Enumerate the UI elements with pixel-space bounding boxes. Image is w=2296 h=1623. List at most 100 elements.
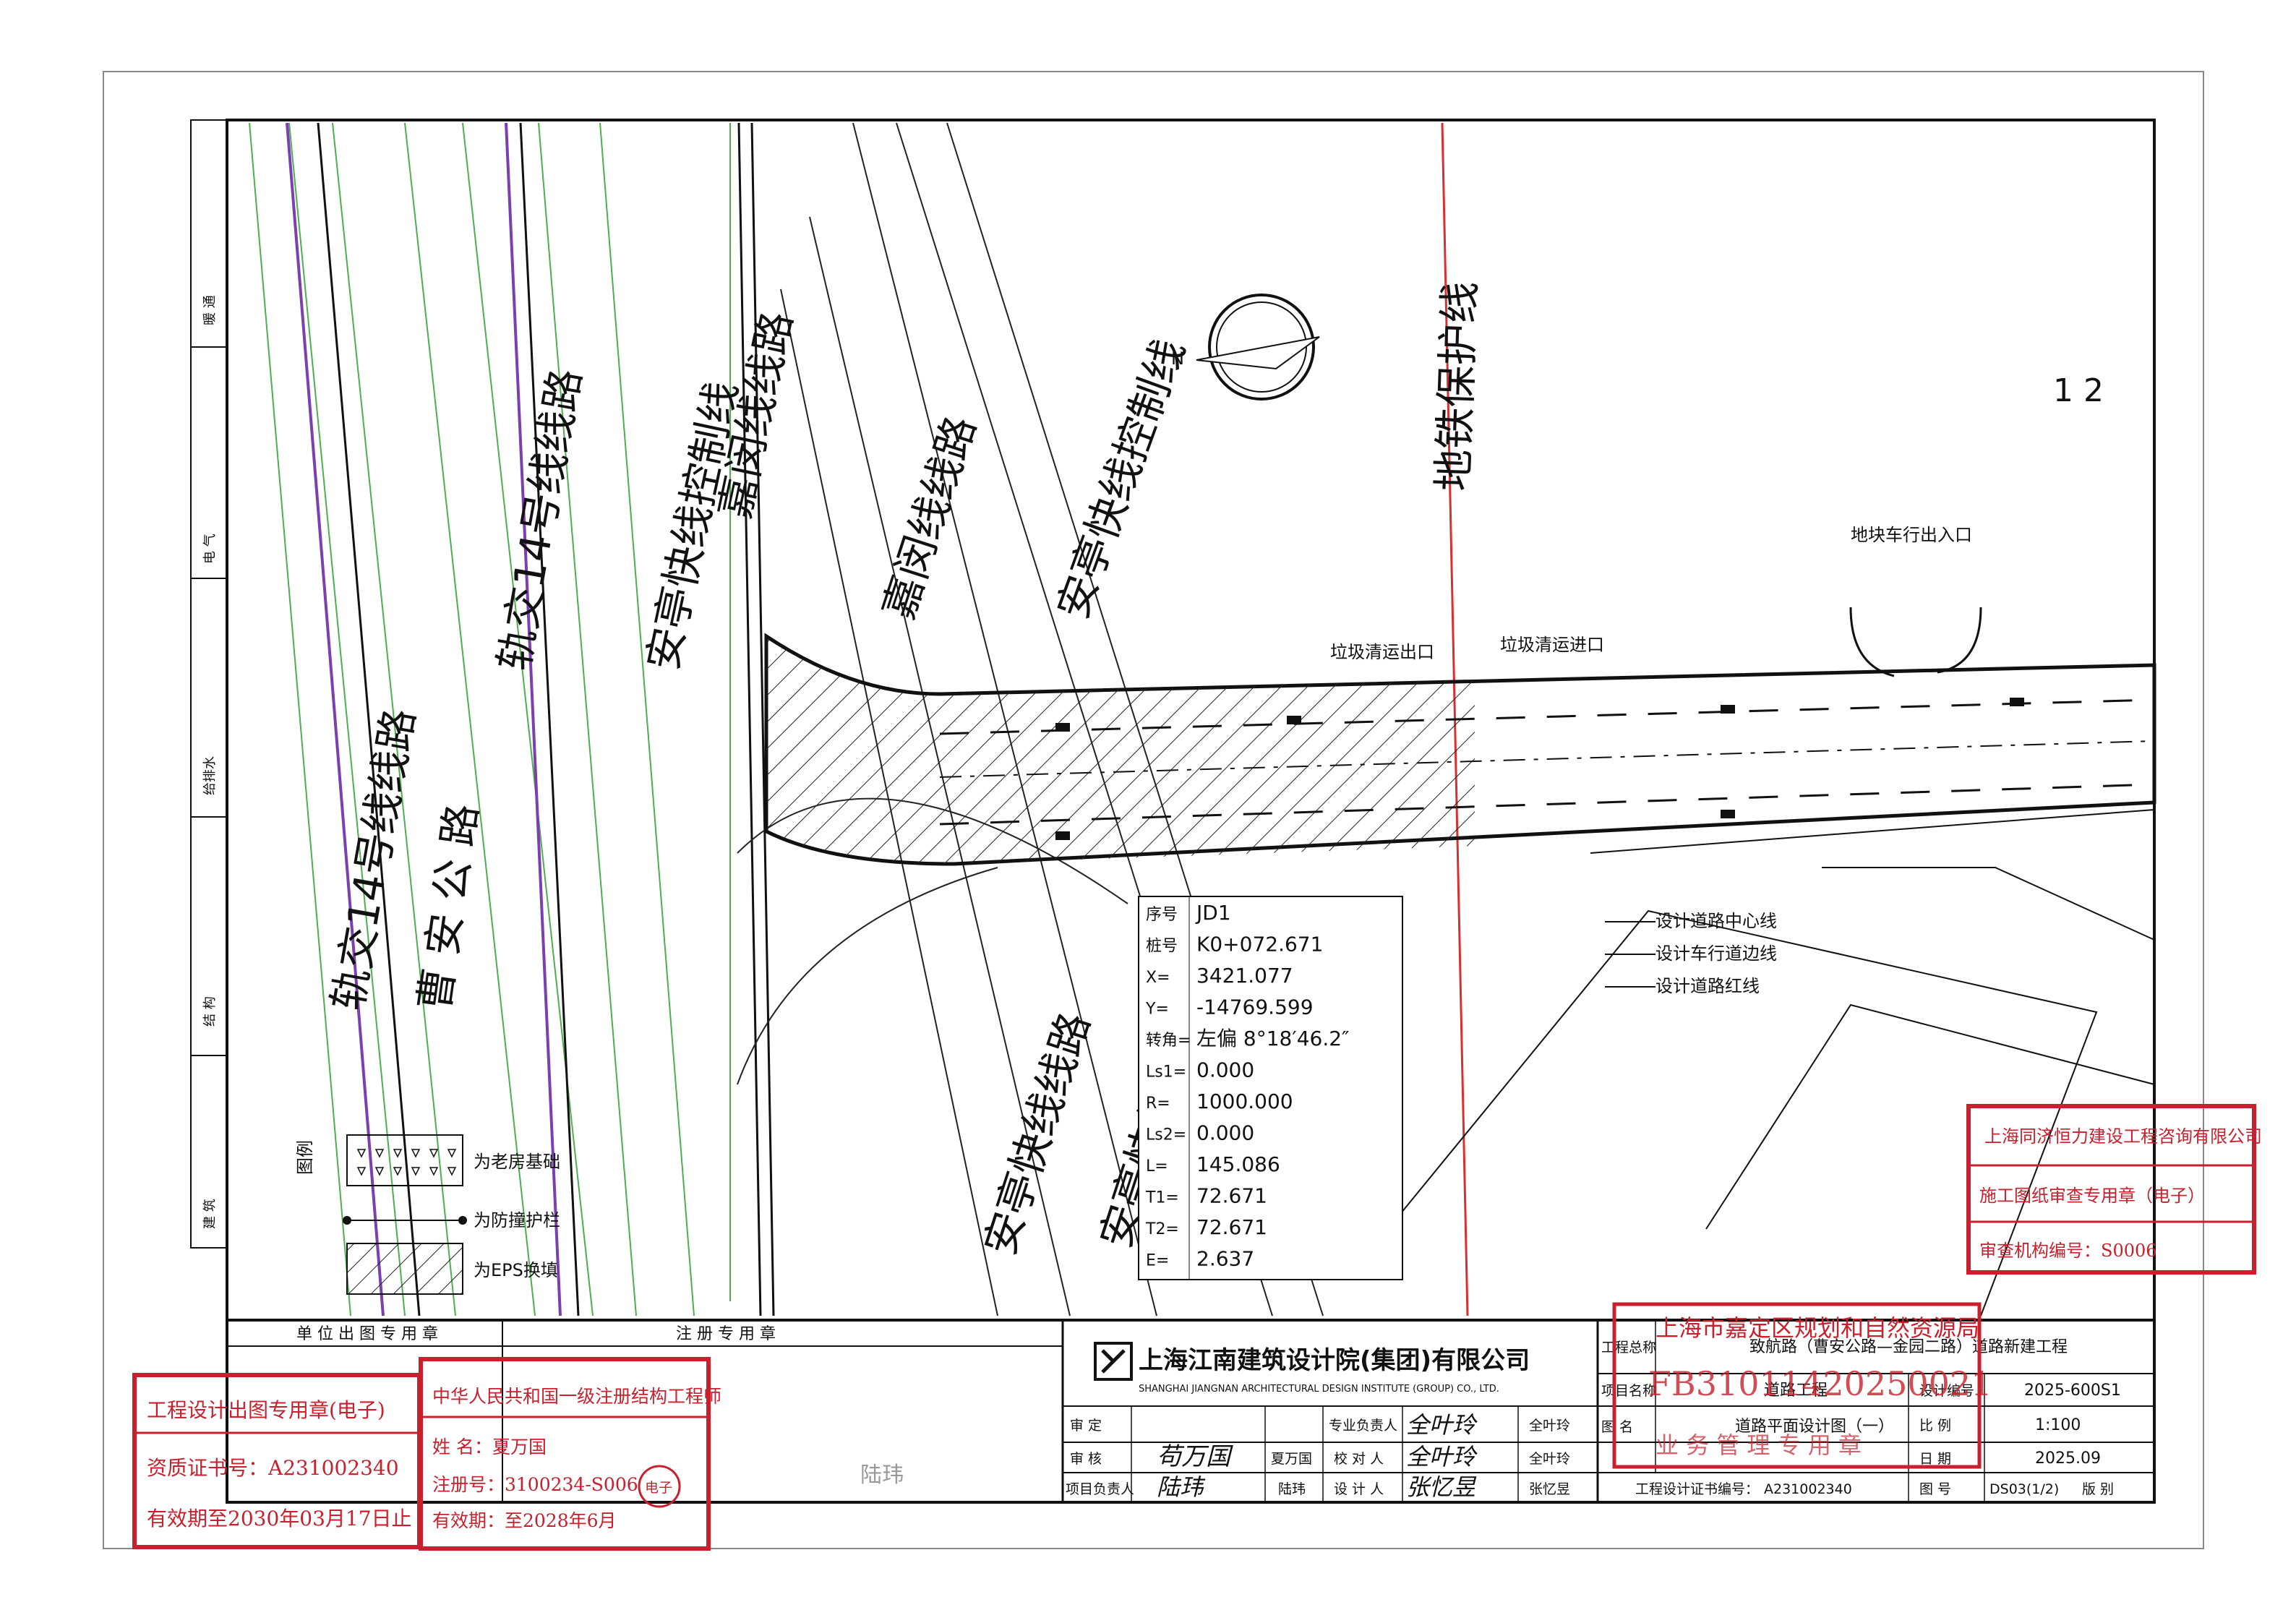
paper-frame bbox=[103, 71, 2204, 1549]
purple-line bbox=[286, 122, 562, 1316]
discipline-label: 结 构 bbox=[202, 996, 218, 1027]
curve-key: 桩号 bbox=[1146, 938, 1178, 956]
review-stamp: 上海同济恒力建设工程咨询有限公司 施工图纸审查专用章（电子） 审查机构编号：S0… bbox=[1966, 1104, 2262, 1275]
label-tram14-b: 轨交14号线线路 bbox=[489, 365, 591, 674]
curve-value: 3421.077 bbox=[1196, 964, 1293, 988]
site-parcels bbox=[1387, 809, 2155, 1316]
caoan-road-edges bbox=[317, 122, 775, 1316]
curve-value: -14769.599 bbox=[1196, 995, 1314, 1019]
curve-key: T2= bbox=[1145, 1220, 1179, 1238]
cert-no: A231002340 bbox=[1764, 1481, 1852, 1497]
role-name: 张忆昱 bbox=[1529, 1481, 1570, 1497]
symbol-legend: 图例 为老房基础 为防撞护栏 为EPS换填 bbox=[295, 1134, 560, 1295]
discipline-label: 建 筑 bbox=[202, 1199, 218, 1229]
drawing-no: DS03(1/2) bbox=[1989, 1481, 2059, 1497]
discipline-label: 电 气 bbox=[202, 534, 218, 564]
curve-key: X= bbox=[1146, 969, 1170, 987]
curve-value: 左偏 8°18′46.2″ bbox=[1196, 1027, 1350, 1050]
label-anting-ctrl-b: 安亭快线控制线 bbox=[1048, 333, 1194, 625]
reg-stamp-valid: 有效期：至2028年6月 bbox=[432, 1510, 617, 1531]
review-cert: 审查机构编号：S0006 bbox=[1979, 1241, 2157, 1261]
role-label: 设 计 人 bbox=[1334, 1481, 1384, 1497]
item-name: 道路工程 bbox=[1764, 1382, 1828, 1400]
date-value: 2025.09 bbox=[2035, 1449, 2101, 1468]
role-signature: 全叶玲 bbox=[1406, 1411, 1478, 1439]
curve-key: L= bbox=[1146, 1157, 1168, 1176]
drawing-name-label: 图 名 bbox=[1601, 1419, 1633, 1435]
label-metro-protect: 地铁保护线 bbox=[1428, 281, 1485, 492]
role-label: 校 对 人 bbox=[1334, 1451, 1384, 1467]
curve-value: JD1 bbox=[1195, 901, 1231, 925]
curve-key: R= bbox=[1146, 1095, 1170, 1113]
plan-bureau: 上海市嘉定区规划和自然资源局 bbox=[1655, 1314, 1979, 1342]
cert-label: 工程设计证书编号： bbox=[1635, 1481, 1759, 1497]
role-signature: 苟万国 bbox=[1157, 1442, 1233, 1471]
role-name: 全叶玲 bbox=[1529, 1451, 1570, 1467]
label-caoan: 曹 安 公 路 bbox=[410, 801, 487, 1014]
label-scale-12: 1 2 bbox=[2053, 372, 2104, 409]
curve-key: 转角= bbox=[1146, 1032, 1191, 1050]
unit-stamp-cert: 资质证书号：A231002340 bbox=[147, 1456, 399, 1480]
reg-stamp-name: 姓 名：夏万国 bbox=[432, 1436, 547, 1457]
curve-value: 72.671 bbox=[1196, 1184, 1267, 1208]
registration-stamp: 中华人民共和国一级注册结构工程师 姓 名：夏万国 注册号：3100234-S00… bbox=[419, 1357, 721, 1551]
curve-value: K0+072.671 bbox=[1196, 933, 1323, 956]
unit-stamp-title: 工程设计出图专用章(电子) bbox=[147, 1398, 385, 1422]
company-name-en: SHANGHAI JIANGNAN ARCHITECTURAL DESIGN I… bbox=[1139, 1384, 1499, 1395]
curve-value: 2.637 bbox=[1196, 1247, 1254, 1271]
review-company: 上海同济恒力建设工程咨询有限公司 bbox=[1984, 1126, 2262, 1147]
label-anting-line-a: 安亭快线线路 bbox=[975, 1006, 1100, 1261]
curve-value: 145.086 bbox=[1196, 1152, 1280, 1176]
title-block bbox=[226, 1319, 2156, 1504]
legend-heading: 图例 bbox=[295, 1140, 315, 1175]
unit-stamp-valid: 有效期至2030年03月17日止 bbox=[147, 1507, 412, 1530]
design-no: 2025-600S1 bbox=[2024, 1382, 2121, 1400]
curve-value: 0.000 bbox=[1196, 1121, 1254, 1145]
curve-key: E= bbox=[1146, 1252, 1169, 1270]
date-label: 日 期 bbox=[1919, 1451, 1951, 1467]
drawing-name: 道路平面设计图（一） bbox=[1735, 1418, 1894, 1436]
label-trash-out: 垃圾清运出口 bbox=[1330, 642, 1434, 662]
curve-value: 0.000 bbox=[1196, 1058, 1254, 1082]
curve-key: T1= bbox=[1145, 1189, 1179, 1207]
reg-stamp-title: 中华人民共和国一级注册结构工程师 bbox=[432, 1386, 721, 1407]
role-name: 陆玮 bbox=[1278, 1481, 1306, 1497]
label-jiamin-b: 嘉闵线线路 bbox=[874, 410, 985, 625]
plan-stamp-text: 业 务 管 理 专 用 章 bbox=[1655, 1431, 1862, 1459]
label-trash-in: 垃圾清运进口 bbox=[1500, 635, 1604, 655]
role-label: 审 核 bbox=[1070, 1451, 1102, 1467]
scale-value: 1:100 bbox=[2035, 1416, 2081, 1434]
green-control-lines bbox=[249, 122, 731, 1316]
reg-stamp-header: 注 册 专 用 章 bbox=[676, 1325, 776, 1343]
unit-stamp: 工程设计出图专用章(电子) 资质证书号：A231002340 有效期至2030年… bbox=[132, 1373, 421, 1549]
company-logo-icon bbox=[1094, 1342, 1133, 1381]
legend-line-center: 设计道路中心线 bbox=[1655, 911, 1777, 931]
drawing-no-label: 图 号 bbox=[1919, 1481, 1951, 1497]
project-total: 致航路（曹安公路—金园二路）道路新建工程 bbox=[1749, 1338, 2068, 1356]
legend-item-foundation: 为老房基础 bbox=[474, 1152, 560, 1172]
role-label: 审 定 bbox=[1070, 1418, 1102, 1434]
role-name: 全叶玲 bbox=[1529, 1418, 1570, 1434]
legend-item-barrier: 为防撞护栏 bbox=[474, 1210, 560, 1230]
curve-table bbox=[1138, 896, 1403, 1280]
role-label: 项目负责人 bbox=[1066, 1481, 1134, 1497]
role-name: 夏万国 bbox=[1271, 1451, 1312, 1467]
discipline-label: 暖 通 bbox=[202, 295, 218, 325]
line-legend: 设计道路中心线 设计车行道边线 设计道路红线 bbox=[1605, 911, 1777, 996]
svg-text:N: N bbox=[1171, 348, 1184, 369]
new-road bbox=[764, 607, 2156, 866]
role-signature: 张忆昱 bbox=[1406, 1473, 1477, 1501]
legend-line-carriage: 设计车行道边线 bbox=[1655, 943, 1777, 964]
curve-value: 1000.000 bbox=[1196, 1089, 1293, 1113]
review-stamp-title: 施工图纸审查专用章（电子） bbox=[1979, 1186, 2205, 1206]
reg-signature: 陆玮 bbox=[860, 1463, 904, 1488]
scale-label: 比 例 bbox=[1919, 1418, 1951, 1434]
role-signature: 全叶玲 bbox=[1406, 1443, 1478, 1470]
edition-label: 版 别 bbox=[2082, 1481, 2114, 1497]
role-signature: 陆玮 bbox=[1157, 1473, 1206, 1501]
north-arrow-icon: N bbox=[1171, 294, 1320, 401]
role-label: 专业负责人 bbox=[1329, 1418, 1397, 1434]
curve-key: Ls2= bbox=[1146, 1126, 1186, 1144]
